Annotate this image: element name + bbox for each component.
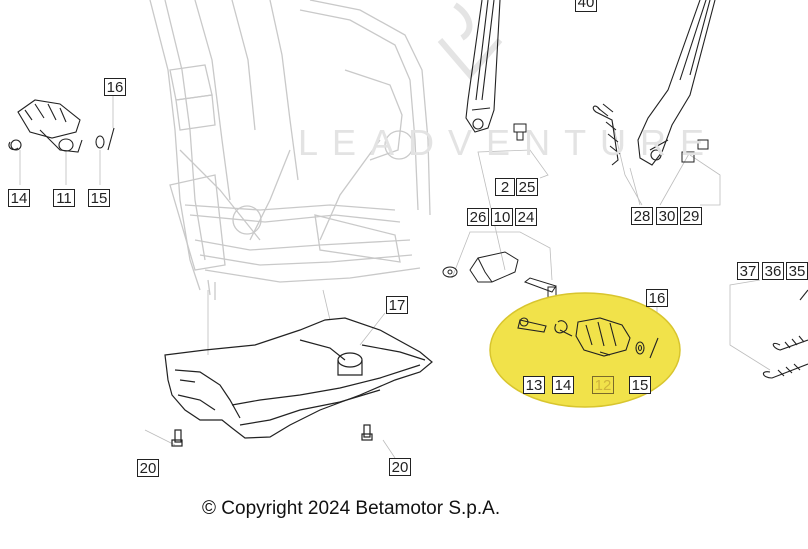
right-footpeg-drawing bbox=[517, 317, 659, 359]
callout-25[interactable]: 25 bbox=[516, 178, 538, 196]
callout-13[interactable]: 13 bbox=[523, 376, 545, 394]
bolt-30-29-drawing bbox=[681, 139, 709, 163]
callout-29[interactable]: 29 bbox=[680, 207, 702, 225]
callout-36[interactable]: 36 bbox=[762, 262, 784, 280]
callout-15-left[interactable]: 15 bbox=[88, 189, 110, 207]
callout-28[interactable]: 28 bbox=[631, 207, 653, 225]
callout-15-right[interactable]: 15 bbox=[629, 376, 651, 394]
copyright-text: © Copyright 2024 Betamotor S.p.A. bbox=[202, 498, 501, 519]
springs-37-36-35-drawing bbox=[762, 289, 808, 379]
callout-12-highlighted[interactable]: 12 bbox=[592, 376, 614, 394]
callout-35[interactable]: 35 bbox=[786, 262, 808, 280]
callout-20-left[interactable]: 20 bbox=[137, 459, 159, 477]
callout-14-right[interactable]: 14 bbox=[552, 376, 574, 394]
callout-20-right[interactable]: 20 bbox=[389, 458, 411, 476]
callout-2[interactable]: 2 bbox=[495, 178, 515, 196]
callout-14-left[interactable]: 14 bbox=[8, 189, 30, 207]
watermark-logo-icon bbox=[437, 2, 503, 80]
side-stand-right-drawing bbox=[592, 0, 716, 166]
bolt-25-drawing bbox=[513, 123, 527, 141]
callout-24[interactable]: 24 bbox=[515, 208, 537, 226]
frame-drawing bbox=[149, 0, 431, 300]
callout-37[interactable]: 37 bbox=[737, 262, 759, 280]
side-stand-left-drawing bbox=[465, 0, 501, 133]
callout-30[interactable]: 30 bbox=[656, 207, 678, 225]
callout-26[interactable]: 26 bbox=[467, 208, 489, 226]
skid-plate-drawing bbox=[164, 317, 433, 447]
callout-16-right[interactable]: 16 bbox=[646, 289, 668, 307]
bracket-26-10-24-drawing bbox=[442, 251, 557, 298]
watermark-text: LEADVENTURE bbox=[298, 122, 719, 163]
callout-17[interactable]: 17 bbox=[386, 296, 408, 314]
callout-11[interactable]: 11 bbox=[53, 189, 75, 207]
callout-40[interactable]: 40 bbox=[575, 0, 597, 12]
leader-lines bbox=[19, 96, 771, 459]
left-footpeg-drawing bbox=[8, 99, 115, 153]
callout-16-left[interactable]: 16 bbox=[104, 78, 126, 96]
callout-10[interactable]: 10 bbox=[491, 208, 513, 226]
